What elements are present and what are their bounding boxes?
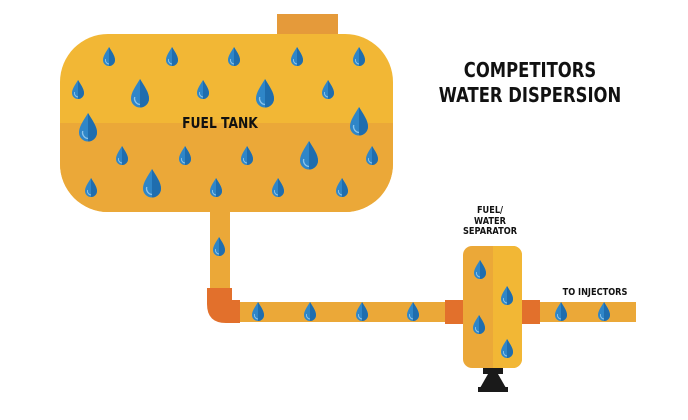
- outlet-pipe: [535, 302, 636, 322]
- outlet-fitting: [520, 300, 540, 324]
- water-drop-icon: [304, 302, 316, 321]
- water-drop-icon: [256, 79, 274, 108]
- water-drop-icon: [366, 146, 378, 165]
- tank-cap: [277, 14, 338, 36]
- water-drop-icon: [501, 339, 513, 358]
- water-drop-icon: [350, 107, 368, 136]
- water-drop-icon: [272, 178, 284, 197]
- vertical-pipe: [210, 210, 230, 302]
- water-drop-icon: [291, 47, 303, 66]
- to-injectors-label: TO INJECTORS: [562, 287, 628, 298]
- diagram-title: COMPETITORS WATER DISPERSION: [423, 58, 636, 108]
- water-drop-icon: [598, 302, 610, 321]
- water-drop-icon: [131, 79, 149, 108]
- pipe-elbow: [207, 288, 240, 323]
- water-drop-icon: [79, 113, 97, 142]
- title-line-1: COMPETITORS: [463, 58, 597, 82]
- water-drop-icon: [143, 169, 161, 198]
- fuel-water-separator: [463, 246, 522, 368]
- water-drop-icon: [474, 260, 486, 279]
- water-drop-icon: [197, 80, 209, 99]
- water-drop-icon: [501, 286, 513, 305]
- water-drop-icon: [356, 302, 368, 321]
- water-drop-icon: [213, 237, 225, 256]
- separator-label-line-2: WATER: [474, 215, 506, 227]
- separator-drain-base: [478, 368, 508, 392]
- inlet-fitting: [445, 300, 465, 324]
- fuel-tank-label: FUEL TANK: [182, 114, 258, 132]
- separator-label: FUEL/ WATER SEPARATOR: [449, 205, 531, 238]
- water-drop-icon: [407, 302, 419, 321]
- water-drop-icon: [166, 47, 178, 66]
- separator-label-line-1: FUEL/: [476, 205, 504, 216]
- water-drop-icon: [116, 146, 128, 165]
- water-drop-icon: [300, 141, 318, 170]
- water-drop-icon: [473, 315, 485, 334]
- fuel-tank: [60, 34, 393, 212]
- water-drop-icon: [228, 47, 240, 66]
- water-drop-icon: [555, 302, 567, 321]
- water-drop-icon: [322, 80, 334, 99]
- title-line-2: WATER DISPERSION: [438, 83, 622, 107]
- water-drop-icon: [336, 178, 348, 197]
- water-drop-icon: [252, 302, 264, 321]
- water-drop-icon: [103, 47, 115, 66]
- water-drop-icon: [353, 47, 365, 66]
- separator-label-line-3: SEPARATOR: [462, 226, 518, 237]
- water-drop-icon: [210, 178, 222, 197]
- water-drop-icon: [241, 146, 253, 165]
- water-drop-icon: [85, 178, 97, 197]
- horizontal-pipe: [230, 302, 450, 322]
- water-drop-icon: [179, 146, 191, 165]
- water-drop-icon: [72, 80, 84, 99]
